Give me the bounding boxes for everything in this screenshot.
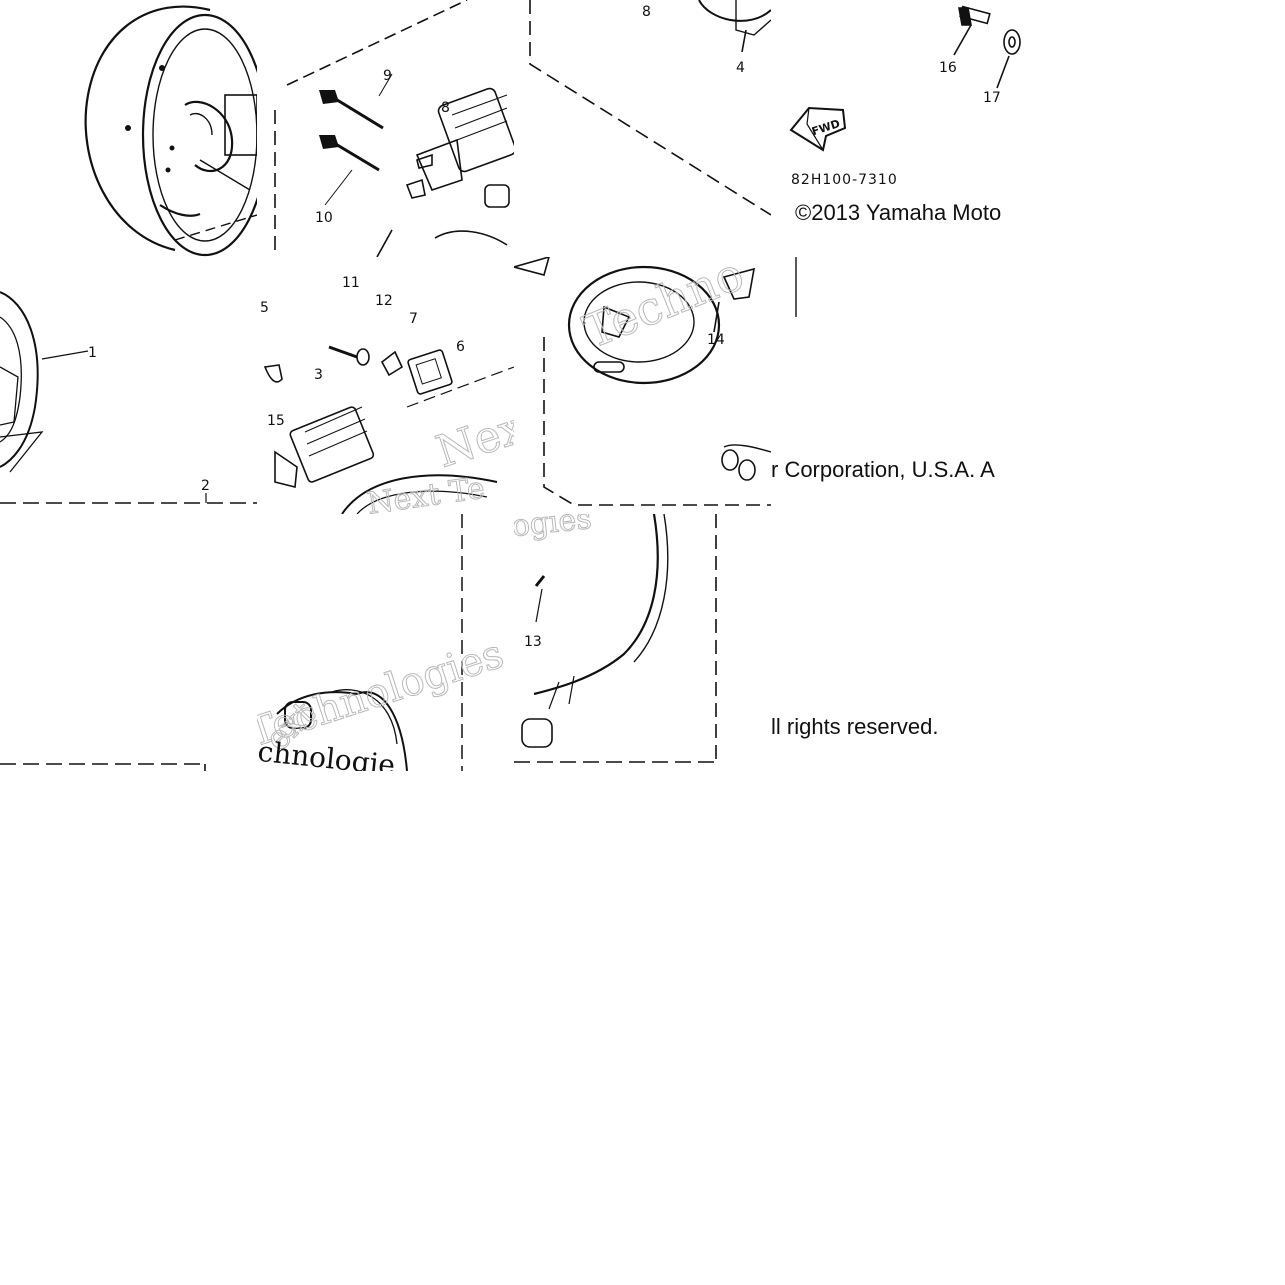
callout-8a: 8 — [441, 100, 450, 116]
callout-14: 14 — [707, 332, 725, 348]
callout-8b: 8 — [642, 4, 651, 20]
copyright-line-1: ©2013 Yamaha Moto — [795, 200, 1002, 225]
callout-12: 12 — [375, 293, 393, 309]
tile-coil-assembly: 11 12 7 6 5 3 15 Next Next Te — [257, 257, 514, 514]
callout-5: 5 — [260, 300, 269, 316]
watermark-fragment: chnologie — [257, 735, 397, 771]
flywheel-rotor-drawing — [84, 5, 257, 257]
tile-copyright-3: ll rights reserved. — [771, 514, 1028, 771]
callout-9: 9 — [383, 68, 392, 84]
tile-fasteners-fwd: FWD 16 17 82H100-7310 ©2013 Yamaha Moto — [771, 0, 1028, 257]
watermark-overlay: Next Next Te — [365, 396, 514, 514]
svg-text:Next Te: Next Te — [365, 471, 487, 514]
copyright-line-3: ll rights reserved. — [771, 714, 939, 739]
stator-top-drawing: 8 4 — [529, 0, 771, 216]
tile-lead-cap: Technologies ext chnologie — [257, 514, 514, 771]
callout-7: 7 — [409, 311, 418, 327]
part-code: 82H100-7310 — [791, 172, 898, 188]
tile-stator-base: 1 2 — [0, 257, 257, 514]
svg-text:Next: Next — [430, 396, 514, 478]
callout-17: 17 — [983, 90, 1001, 106]
callout-10: 10 — [315, 210, 333, 226]
bolts-coil-drawing: 9 8 10 — [274, 0, 514, 257]
screw-terminal-drawing: 13 ologies — [514, 514, 717, 763]
wire-lead-drawing — [795, 257, 797, 317]
fasteners-fwd-drawing: FWD 16 17 — [789, 5, 1021, 152]
callout-2: 2 — [201, 478, 210, 494]
tile-stator-top: 8 4 — [514, 0, 771, 257]
tile-bolts-coil: 9 8 10 — [257, 0, 514, 257]
callout-4: 4 — [736, 60, 745, 76]
svg-text:Techno: Techno — [576, 257, 751, 359]
tile-lower-frame — [0, 514, 257, 771]
stator-plate-drawing: 14 Techno ogies — [514, 257, 771, 514]
lead-cap-drawing: Technologies ext chnologie — [257, 514, 510, 771]
fwd-arrow-icon — [789, 106, 847, 152]
callout-1: 1 — [88, 345, 97, 361]
tile-copyright-2: r Corporation, U.S.A. A — [771, 257, 1028, 514]
svg-text:ogies: ogies — [514, 506, 546, 514]
tile-screw-terminal: 13 ologies — [514, 514, 771, 771]
callout-13: 13 — [524, 634, 542, 650]
callout-16: 16 — [939, 60, 957, 76]
stator-base-drawing: 1 2 — [0, 291, 257, 504]
svg-text:ologies: ologies — [514, 514, 593, 547]
tile-stator-plate: 14 Techno ogies — [514, 257, 771, 514]
copyright-line-2: r Corporation, U.S.A. A — [771, 457, 995, 482]
coil-assembly-drawing: 11 12 7 6 5 3 15 Next Next Te — [260, 275, 514, 514]
lower-frame-drawing — [0, 763, 206, 771]
callout-6: 6 — [456, 339, 465, 355]
callout-3: 3 — [314, 367, 323, 383]
callout-11: 11 — [342, 275, 360, 291]
callout-15: 15 — [267, 413, 285, 429]
tile-flywheel-rotor — [0, 0, 257, 257]
